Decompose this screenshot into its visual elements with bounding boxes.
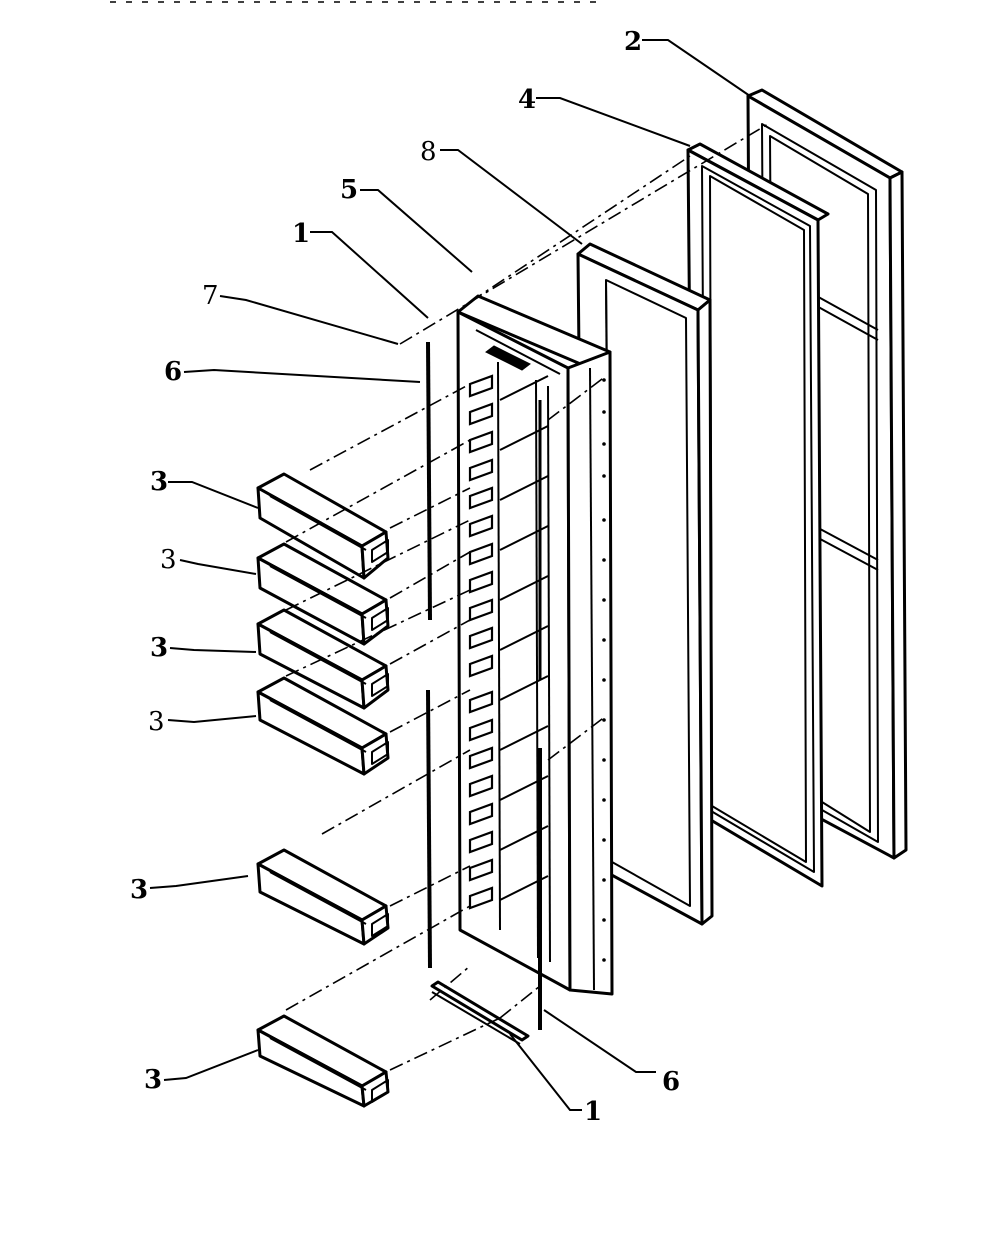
callout-5: 5 [340,175,358,205]
callout-labels: 2 4 8 5 1 7 6 3 3 3 3 3 3 6 1 [130,27,680,1127]
shelf-slot-ribs [468,374,549,910]
part-1-trim-strip [430,980,530,1045]
leader-lines [149,39,751,1111]
callout-3-d: 3 [148,707,165,737]
assembly-guide-lines [285,123,769,1071]
part-6-vertical-bars [426,341,542,1030]
part-3-door-bin-5 [256,848,390,946]
callout-1-bottom: 1 [584,1097,602,1127]
callout-1-top: 1 [292,219,310,249]
callout-2: 2 [624,27,642,57]
part-3-door-bin-6 [256,1014,390,1108]
part-3-door-bin-4 [256,676,390,776]
callout-3-a: 3 [150,467,168,497]
part-5-door-frame-column [456,294,614,996]
callout-3-f: 3 [144,1065,162,1095]
callout-6-bottom: 6 [662,1067,680,1097]
callout-3-b: 3 [160,545,177,575]
part-3-door-bin-3 [256,608,390,710]
part-3-door-bin-2 [256,542,390,646]
part-3-door-bin-1 [256,472,390,580]
frame-edge-dots [602,378,606,962]
callout-3-c: 3 [150,633,168,663]
callout-7: 7 [202,281,219,311]
callout-3-e: 3 [130,875,148,905]
callout-6-top: 6 [164,357,182,387]
callout-8: 8 [420,137,437,167]
callout-4: 4 [518,85,536,115]
part-4-door-gasket [686,142,830,888]
